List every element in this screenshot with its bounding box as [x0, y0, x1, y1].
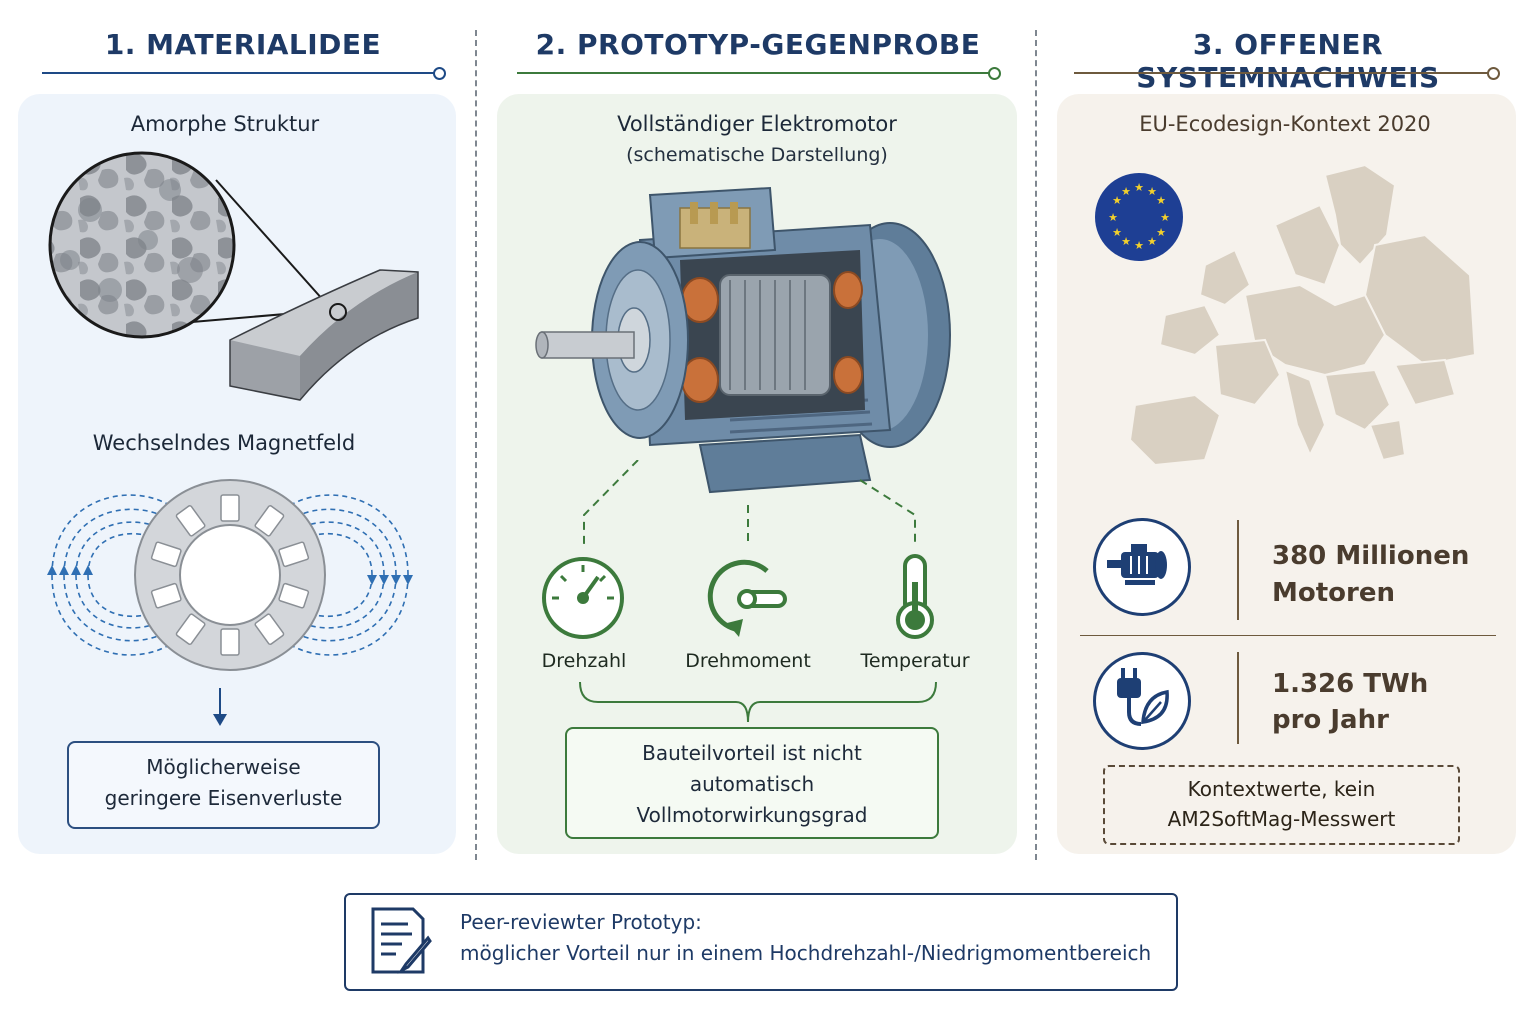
svg-text:★: ★	[1108, 211, 1118, 224]
svg-text:★: ★	[1112, 226, 1122, 239]
footer-box	[344, 893, 1178, 991]
document-pen-icon	[371, 907, 432, 974]
column-title-material: 1. MATERIALIDEE	[104, 28, 382, 61]
thermometer-icon	[896, 554, 934, 639]
prototype-rule	[517, 72, 989, 74]
column-title-system: 3. OFFENER SYSTEMNACHWEIS	[1136, 28, 1440, 94]
material-result-line2: geringere Eisenverluste	[104, 786, 343, 810]
field-title: Wechselndes Magnetfeld	[92, 431, 356, 455]
footer-line1: Peer-reviewter Prototyp:	[460, 910, 702, 934]
svg-text:★: ★	[1134, 239, 1144, 252]
sensor-label-torque: Drehmoment	[685, 650, 811, 672]
amorphous-structure-illustration	[48, 151, 419, 401]
gauge-icon	[542, 557, 624, 639]
prototype-result-box	[565, 727, 939, 839]
torque-icon	[707, 559, 787, 637]
system-title: EU-Ecodesign-Kontext 2020	[1139, 112, 1431, 136]
stat-divider-vertical-2	[1237, 652, 1239, 744]
svg-text:★: ★	[1160, 211, 1170, 224]
material-rule	[42, 72, 434, 74]
svg-text:★: ★	[1121, 235, 1131, 248]
svg-text:★: ★	[1134, 181, 1144, 194]
stat-motors-line2: Motoren	[1272, 578, 1395, 608]
prototype-result-line2: automatisch	[689, 772, 815, 796]
prototype-result-line1: Bauteilvorteil ist nicht	[642, 741, 862, 765]
svg-text:★: ★	[1147, 235, 1157, 248]
svg-text:★: ★	[1156, 194, 1166, 207]
svg-text:★: ★	[1156, 226, 1166, 239]
stat-divider-horizontal	[1080, 635, 1496, 636]
material-rule-dot	[433, 67, 446, 80]
footer-line2: möglicher Vorteil nur in einem Hochdrehz…	[460, 941, 1152, 965]
column-divider-2	[1035, 30, 1037, 860]
system-note-box	[1103, 765, 1460, 845]
stat-motors-line1: 380 Millionen	[1272, 541, 1470, 571]
down-arrow-icon	[213, 688, 227, 726]
sensor-bracket	[579, 681, 937, 723]
sensor-connectors	[583, 460, 916, 545]
magnifier-circle-icon	[48, 151, 236, 339]
system-rule-dot	[1487, 67, 1500, 80]
motor-icon	[1093, 518, 1191, 616]
material-result-box	[67, 741, 380, 829]
stat-energy-line2: pro Jahr	[1272, 705, 1389, 735]
svg-text:★: ★	[1112, 194, 1122, 207]
structure-title: Amorphe Struktur	[130, 112, 320, 136]
motor-subtitle: (schematische Darstellung)	[626, 144, 888, 166]
svg-text:★: ★	[1121, 185, 1131, 198]
amorphous-sheet-segment	[229, 269, 419, 401]
prototype-rule-dot	[988, 67, 1001, 80]
column-divider-1	[475, 30, 477, 860]
stator-ring-icon	[47, 479, 413, 671]
system-note-line1: Kontextwerte, kein	[1187, 777, 1376, 801]
material-result-line1: Möglicherweise	[146, 755, 301, 779]
sensor-label-speed: Drehzahl	[541, 650, 627, 672]
column-title-prototype: 2. PROTOTYP-GEGENPROBE	[535, 28, 981, 61]
prototype-result-line3: Vollmotorwirkungsgrad	[636, 803, 868, 827]
motor-illustration	[535, 186, 951, 494]
sensor-label-temperature: Temperatur	[860, 650, 970, 672]
stat-energy-line1: 1.326 TWh	[1272, 669, 1429, 699]
stat-divider-vertical-1	[1237, 520, 1239, 620]
plug-leaf-icon	[1093, 652, 1191, 750]
eu-flag-icon: ★★★★ ★★★★ ★★★★	[1095, 173, 1183, 261]
svg-text:★: ★	[1147, 185, 1157, 198]
motor-title: Vollständiger Elektromotor	[617, 112, 897, 136]
system-note-line2: AM2SoftMag-Messwert	[1167, 807, 1396, 831]
system-rule	[1074, 72, 1488, 74]
europe-map	[1128, 163, 1477, 467]
